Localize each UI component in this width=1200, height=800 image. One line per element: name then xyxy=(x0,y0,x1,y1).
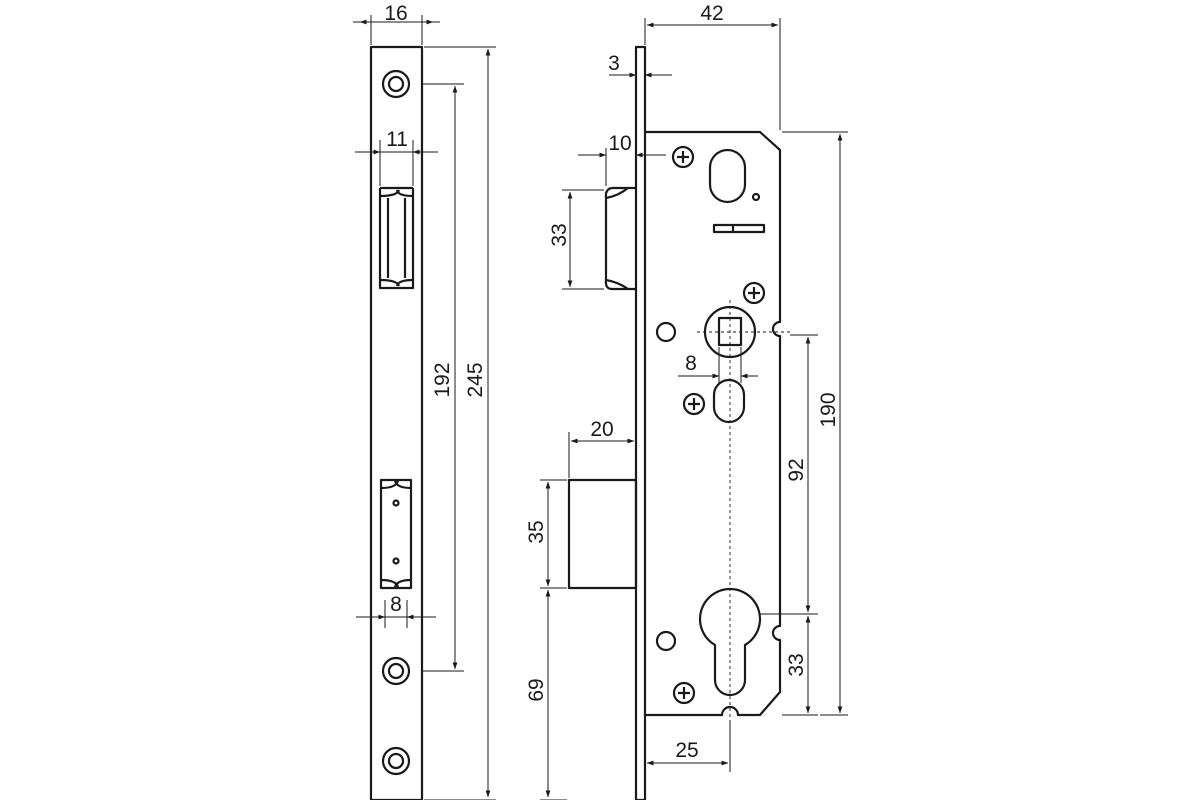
screw-bottom xyxy=(672,681,696,705)
dimension-strike-hole-spacing: 192 xyxy=(422,83,464,672)
dim-label-lock-depth: 42 xyxy=(700,2,723,25)
dimension-faceplate-thickness: 3 xyxy=(608,52,672,78)
strike-screw-hole-bottom xyxy=(381,746,411,776)
mounting-hole-upper xyxy=(655,321,677,343)
dimension-spindle-size: 8 xyxy=(678,347,758,383)
screw-top xyxy=(671,145,695,169)
faceplate xyxy=(634,45,647,800)
dim-label-strike-hole-width: 8 xyxy=(390,593,402,616)
dim-label-faceplate-thickness: 3 xyxy=(608,52,620,75)
dim-label-latch-height: 33 xyxy=(548,223,571,246)
latch-lever xyxy=(712,223,766,234)
dimension-centre-distance: 92 xyxy=(760,334,818,615)
dimension-bolt-projection: 20 xyxy=(568,418,637,478)
mounting-hole-lower xyxy=(655,630,677,652)
strike-latch-opening xyxy=(378,186,415,290)
dimension-cylinder-to-bottom: 33 xyxy=(782,615,818,716)
dimension-backset: 25 xyxy=(646,720,731,772)
dimension-latch-height: 33 xyxy=(548,189,604,290)
euro-cylinder-cutout xyxy=(698,588,762,697)
lower-slot xyxy=(712,378,746,424)
strike-bolt-opening xyxy=(379,478,413,590)
dimension-bolt-to-bottom: 69 xyxy=(525,589,567,800)
dim-label-latch-projection: 10 xyxy=(608,132,631,155)
dim-label-centre-distance: 92 xyxy=(785,458,808,481)
dimension-bolt-height: 35 xyxy=(525,479,567,589)
dimension-strike-total-height: 245 xyxy=(424,46,496,800)
dim-label-strike-hole-spacing: 192 xyxy=(431,362,454,397)
screw-middle xyxy=(682,392,706,416)
dim-label-cylinder-to-bottom: 33 xyxy=(785,653,808,676)
strike-plate xyxy=(369,45,424,800)
dim-label-backset: 25 xyxy=(675,739,698,762)
spindle-follower xyxy=(697,300,790,720)
dim-label-strike-width: 16 xyxy=(384,2,407,25)
lock-case xyxy=(645,130,782,717)
upper-slot xyxy=(708,148,747,204)
dimension-strike-hole-width: 8 xyxy=(356,593,436,628)
dead-bolt xyxy=(567,478,638,590)
strike-screw-hole-top xyxy=(381,69,411,99)
dimension-strike-rebate-width: 11 xyxy=(355,128,438,186)
dim-label-case-height: 190 xyxy=(817,392,840,427)
dimension-strike-width: 16 xyxy=(353,2,440,45)
screw-follower xyxy=(742,281,766,305)
dimension-latch-projection: 10 xyxy=(578,132,666,186)
dim-label-bolt-height: 35 xyxy=(525,520,548,543)
strike-screw-hole-middle xyxy=(381,656,411,686)
dim-label-bolt-to-bottom: 69 xyxy=(525,678,548,701)
dim-label-strike-rebate-width: 11 xyxy=(386,128,408,151)
dim-label-spindle-size: 8 xyxy=(685,352,697,375)
dim-label-strike-total-height: 245 xyxy=(464,362,487,397)
dimension-case-height: 190 xyxy=(782,131,848,716)
dimension-lock-depth: 42 xyxy=(644,2,781,130)
dim-label-bolt-projection: 20 xyxy=(590,418,613,441)
latch-bolt xyxy=(604,186,636,291)
lock-body xyxy=(567,45,790,800)
